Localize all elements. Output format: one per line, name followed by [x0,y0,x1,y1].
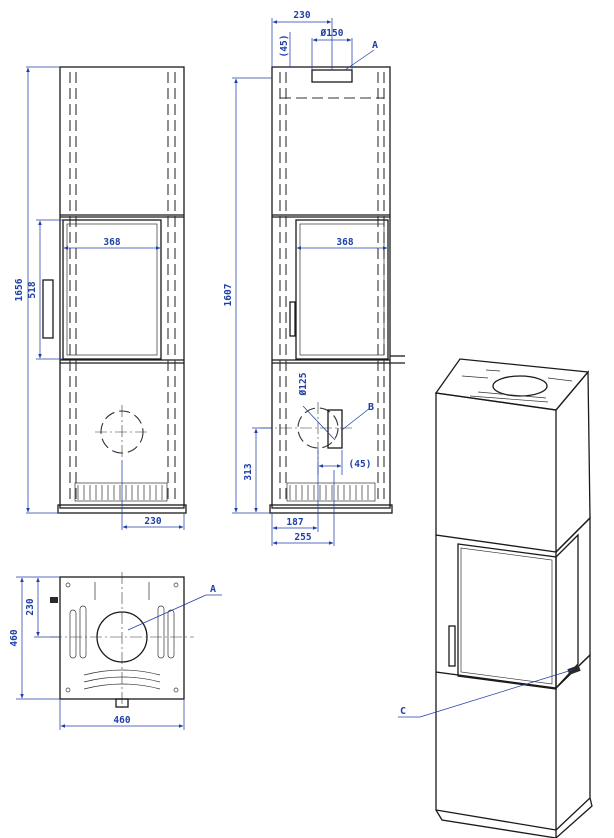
label-plan-outlet: A [210,584,216,595]
plan-side-knob [50,597,58,603]
dim-side-top-width: 230 [293,10,310,21]
side-dimensions: 230 (45) Ø150 A 1607 368 Ø125 B (45) 313… [223,10,388,546]
plan-view [50,572,194,708]
side-rear-flue-circle [297,407,339,449]
label-iso-detail: C [400,706,406,717]
front-view [42,66,187,514]
dim-front-door-height: 518 [27,281,38,298]
dim-side-rear-flue-diameter: Ø125 [298,372,309,396]
dim-side-height: 1607 [223,284,234,307]
ash-grille [74,482,168,502]
dim-plan-width: 460 [113,715,130,726]
side-view [260,66,405,514]
dim-side-flue-diameter: Ø150 [320,28,344,39]
dim-side-rear-offset: (45) [349,459,372,470]
dim-plan-offset: 230 [25,598,36,615]
dim-side-rear-height: 313 [243,463,254,480]
label-rear-outlet: B [368,402,374,413]
door-handle [42,279,54,339]
isometric-view [434,358,593,838]
dim-front-flue-offset: 230 [144,516,161,527]
dim-side-bottom-255: 255 [294,532,311,543]
dim-plan-depth: 460 [9,629,20,646]
iso-dimensions: C [398,669,573,718]
top-outlet [311,69,353,83]
dim-front-door-width: 368 [103,237,120,248]
label-top-outlet: A [372,40,378,51]
rear-outlet [327,409,343,449]
plan-dimensions: 460 230 460 A [9,576,222,730]
dim-front-height: 1656 [14,278,25,301]
dim-side-door-width: 368 [336,237,353,248]
dim-side-bottom-187: 187 [286,517,303,528]
front-dimensions: 1656 518 368 230 [14,66,185,530]
dim-side-top-offset: (45) [279,35,290,58]
